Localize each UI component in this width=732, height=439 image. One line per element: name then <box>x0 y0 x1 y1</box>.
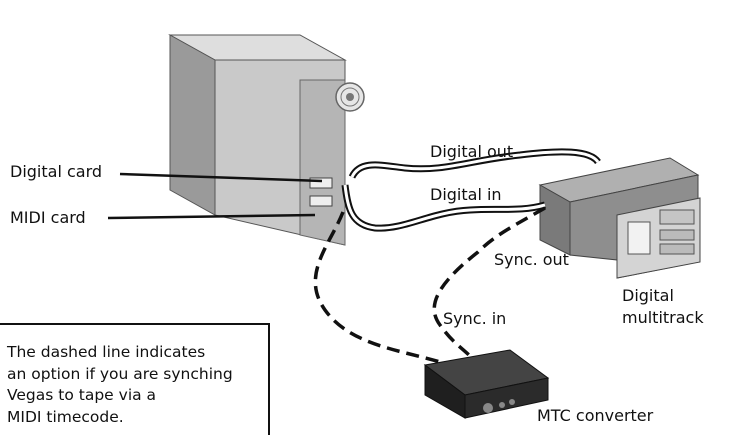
note-text: The dashed line indicates an option if y… <box>7 342 233 428</box>
dashed-line-note-box: The dashed line indicates an option if y… <box>0 323 270 435</box>
digital-card-slot <box>309 177 333 189</box>
note-line: Vegas to tape via a <box>7 386 157 404</box>
sync-cable-computer-converter <box>313 211 441 364</box>
mtc-converter-label: MTC converter <box>537 406 654 425</box>
digital-in-label: Digital in <box>430 185 502 204</box>
midi-card-slot <box>309 195 333 207</box>
sync-out-label: Sync. out <box>494 250 569 269</box>
note-line: The dashed line indicates <box>7 343 206 361</box>
sync-cable-multitrack-converter <box>432 206 546 358</box>
midi-card-pointer <box>107 213 316 220</box>
rack-recorder-icon <box>538 157 701 279</box>
note-line: an option if you are synching <box>7 364 233 383</box>
converter-box-icon <box>423 349 550 419</box>
fan-icon <box>335 82 365 112</box>
sync-in-label: Sync. in <box>443 309 507 328</box>
digital-multitrack-label-line2: multitrack <box>622 308 704 327</box>
digital-multitrack-label-line1: Digital <box>622 286 674 305</box>
digital-card-pointer <box>119 172 323 183</box>
midi-card-label: MIDI card <box>10 208 86 227</box>
note-line: MIDI timecode. <box>7 407 124 426</box>
digital-card-label: Digital card <box>10 162 103 181</box>
computer-tower-icon <box>168 34 365 246</box>
digital-out-label: Digital out <box>430 142 514 161</box>
